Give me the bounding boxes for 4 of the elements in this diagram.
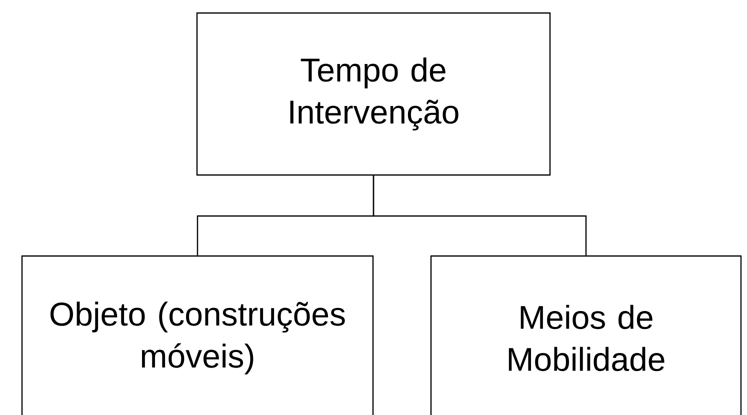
connector-line: [372, 176, 587, 256]
box: Meios de Mobilidade: [430, 255, 742, 415]
box: Objeto (construções móveis): [21, 255, 374, 415]
box: Tempo de Intervenção: [196, 12, 551, 176]
